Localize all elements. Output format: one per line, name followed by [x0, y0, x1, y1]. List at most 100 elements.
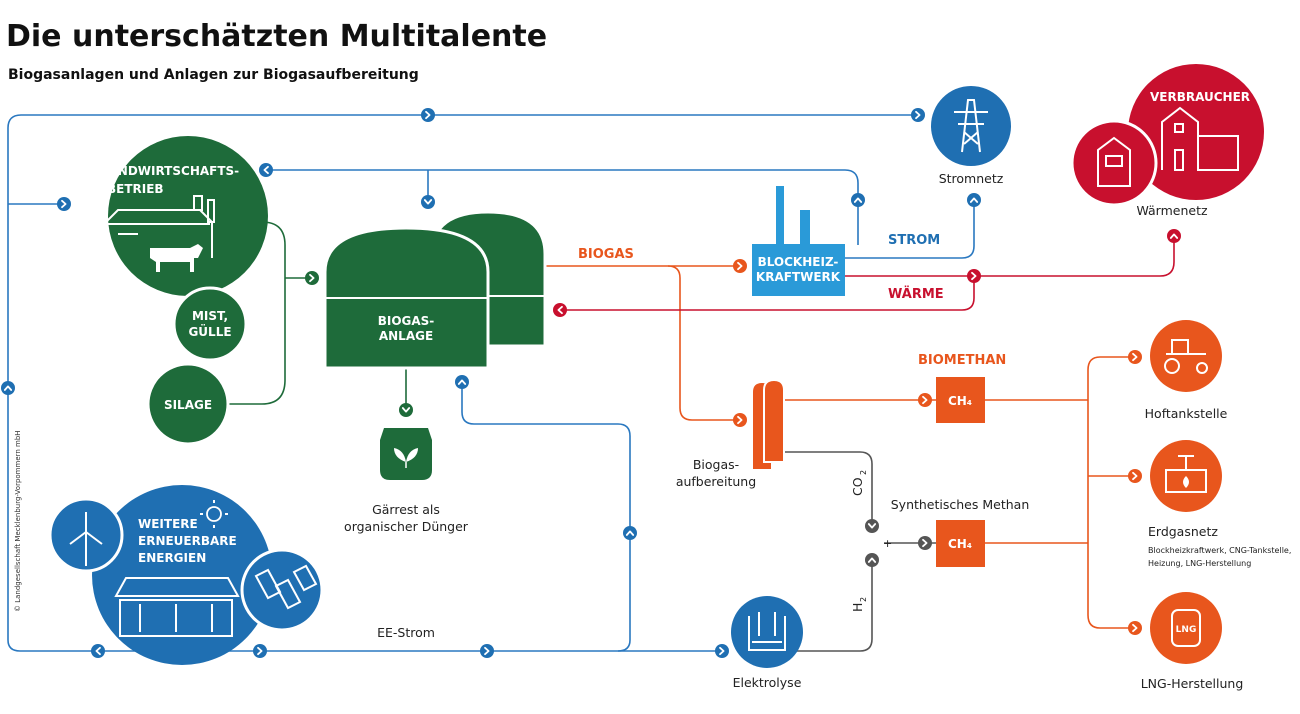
- arrow-blue-to-elektrolyse: [715, 644, 729, 658]
- erdgasnetz-node[interactable]: Erdgasnetz Blockheizkraftwerk, CNG-Tanks…: [1148, 440, 1291, 568]
- solar-park-node[interactable]: [240, 548, 324, 632]
- ch4-biomethan-node[interactable]: CH₄: [936, 377, 985, 423]
- biogas-upgrading-node[interactable]: Biogas- aufbereitung: [676, 378, 785, 489]
- verbraucher-node[interactable]: VERBRAUCHER Wärmenetz: [1070, 64, 1264, 218]
- arrow-green-digestate: [399, 403, 413, 417]
- biogas-flow-label: BIOGAS: [578, 247, 634, 262]
- lng-tank-icon: [1171, 609, 1201, 647]
- ee-node[interactable]: WEITERE ERNEUERBARE ENERGIEN: [92, 485, 272, 665]
- ee-strom-flow-label: EE-Strom: [377, 625, 435, 640]
- strom-back-to-farm-line: [265, 169, 859, 245]
- tractor-icon: [1164, 339, 1208, 374]
- co2-subscript: 2: [859, 470, 868, 475]
- arrow-orange-to-lng: [1128, 621, 1142, 635]
- house-icon: [1161, 106, 1239, 171]
- waerme-to-network-line: [845, 236, 1175, 277]
- chp-label-2: KRAFTWERK: [756, 270, 841, 284]
- farm-label: LANDWIRTSCHAFTS-: [101, 164, 239, 178]
- biogas-plant-node[interactable]: BIOGAS- ANLAGE: [323, 210, 547, 370]
- arrow-gray-h2-up: [865, 553, 879, 567]
- syn-methan-label: Synthetisches Methan: [891, 497, 1030, 512]
- h2-subscript: 2: [859, 597, 868, 602]
- arrow-orange-to-erdgasnetz: [1128, 469, 1142, 483]
- arrow-blue-grid-up: [967, 193, 981, 207]
- h2-text: H: [850, 603, 865, 612]
- arrow-blue-to-farm: [57, 197, 71, 211]
- wind-turbine-icon: [69, 512, 103, 566]
- arrow-gray-co2-down: [865, 519, 879, 533]
- biogas-plant-label-2: ANLAGE: [379, 329, 433, 343]
- elektrolyse-node[interactable]: Elektrolyse: [731, 596, 803, 690]
- farm-label-2: BETRIEB: [107, 182, 164, 196]
- power-pylon-icon: [954, 99, 988, 153]
- h2-line: [776, 560, 873, 652]
- strom-to-grid-line: [845, 200, 975, 259]
- silage-node[interactable]: SILAGE: [146, 362, 230, 446]
- erdgasnetz-detail: Blockheizkraftwerk, CNG-Tankstelle,: [1148, 546, 1291, 555]
- arrow-blue-ee-left: [91, 644, 105, 658]
- farm-node[interactable]: LANDWIRTSCHAFTS- BETRIEB: [101, 136, 268, 296]
- digestate-node[interactable]: Gärrest als organischer Dünger: [344, 428, 469, 534]
- arrow-blue-to-stromnetz: [911, 108, 925, 122]
- arrow-blue-top: [421, 108, 435, 122]
- ch4-synthetic-node[interactable]: CH₄: [936, 520, 985, 567]
- guelle-label: GÜLLE: [188, 324, 231, 339]
- mist-guelle-node[interactable]: MIST, GÜLLE: [172, 286, 248, 362]
- arrow-blue-strom-down: [421, 195, 435, 209]
- barn-icon: [105, 195, 215, 258]
- copyright-note: © Landgesellschaft Mecklenburg-Vorpommer…: [14, 430, 22, 612]
- to-hoftankstelle-line: [1087, 356, 1135, 371]
- ee-strom-line: [7, 639, 722, 652]
- arrow-blue-left-up: [1, 381, 15, 395]
- stromnetz-node[interactable]: Stromnetz: [931, 86, 1011, 186]
- mist-label: MIST,: [192, 309, 228, 323]
- to-lng-line: [1087, 370, 1135, 629]
- lng-node[interactable]: LNG LNG-Herstellung: [1141, 592, 1244, 691]
- substrate-bracket-line: [228, 221, 286, 405]
- ee-label-2: ERNEUERBARE: [138, 534, 237, 548]
- biogas-to-upgrading-line: [667, 265, 740, 421]
- sun-icon: [200, 500, 228, 528]
- cow-icon: [150, 244, 203, 272]
- arrow-blue-ee-up: [623, 526, 637, 540]
- arrow-orange-to-hoftankstelle: [1128, 350, 1142, 364]
- silage-label: SILAGE: [164, 398, 212, 412]
- page-subtitle: Biogasanlagen und Anlagen zur Biogasaufb…: [8, 67, 419, 83]
- ee-to-biogas-line: [461, 382, 631, 652]
- biomethan-flow-label: BIOMETHAN: [918, 353, 1006, 368]
- arrow-red-to-biogas: [553, 303, 567, 317]
- h2-label: H 2: [850, 597, 868, 612]
- gaerrest-label-2: organischer Dünger: [344, 519, 469, 534]
- arrow-red-to-waermenetz: [1167, 229, 1181, 243]
- co2-label: CO 2: [850, 470, 868, 496]
- co2-text: CO: [850, 477, 865, 496]
- arrow-blue-chp-up: [851, 193, 865, 207]
- aufbereitung-label-2: aufbereitung: [676, 474, 756, 489]
- ch4-label: CH₄: [948, 394, 972, 408]
- solar-roof-icon: [114, 577, 240, 637]
- lng-label: LNG-Herstellung: [1141, 676, 1244, 691]
- electrolysis-icon: [748, 612, 786, 651]
- gas-pipe-icon: [1165, 455, 1207, 493]
- arrow-orange-to-upgrading: [733, 413, 747, 427]
- co2-line: [775, 451, 873, 526]
- erdgasnetz-label: Erdgasnetz: [1148, 524, 1218, 539]
- waermenetz-label: Wärmenetz: [1136, 203, 1208, 218]
- hoftankstelle-node[interactable]: Hoftankstelle: [1145, 320, 1228, 421]
- waerme-flow-label: WÄRME: [888, 286, 944, 302]
- arrow-orange-to-chp: [733, 259, 747, 273]
- chp-node[interactable]: BLOCKHEIZ- KRAFTWERK: [752, 186, 845, 296]
- chp-label: BLOCKHEIZ-: [758, 255, 839, 269]
- ee-label: WEITERE: [138, 517, 198, 531]
- hoftankstelle-label: Hoftankstelle: [1145, 406, 1228, 421]
- arrow-gray-to-synthesis: [918, 536, 932, 550]
- verbraucher-label: VERBRAUCHER: [1150, 90, 1250, 104]
- aufbereitung-label: Biogas-: [693, 457, 739, 472]
- wind-turbine-node[interactable]: [48, 497, 124, 573]
- lng-badge: LNG: [1176, 625, 1197, 635]
- arrow-red-waerme: [967, 269, 981, 283]
- leaf-icon: [394, 448, 418, 468]
- small-house-icon: [1097, 136, 1131, 187]
- strom-flow-label: STROM: [888, 233, 940, 248]
